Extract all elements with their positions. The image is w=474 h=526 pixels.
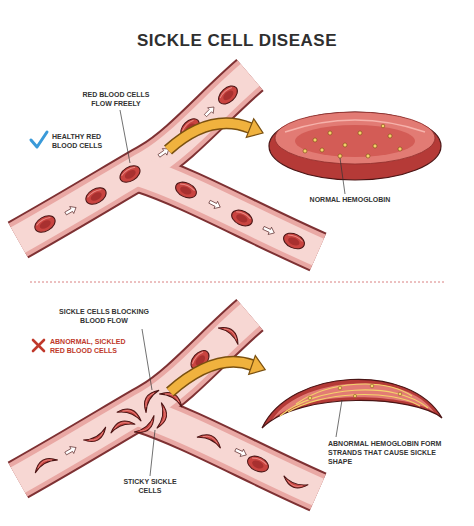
normal-cell-closeup: [320, 148, 324, 152]
healthy-vessel: [229, 207, 255, 229]
sickle-cell-closeup: [280, 384, 428, 416]
healthy-vessel: [281, 230, 307, 252]
normal-cell-closeup: [269, 112, 441, 180]
sickle-cell-closeup: [338, 386, 342, 390]
callout-label: NORMAL HEMOGLOBIN: [300, 196, 400, 205]
normal-cell-closeup: [358, 131, 362, 135]
sickle-vessel: [117, 405, 144, 421]
callout-label: STICKY SICKLE CELLS: [118, 478, 182, 496]
leader-lines: [142, 329, 152, 390]
check-mark: [31, 132, 47, 147]
normal-cell-closeup: [269, 112, 441, 180]
healthy-vessel: [203, 104, 217, 118]
normal-cell-closeup: [328, 131, 332, 135]
healthy-vessel: [173, 179, 199, 201]
sickle-cell-closeup: [308, 384, 402, 400]
zoom-arrow: [168, 123, 250, 150]
sickle-cell-closeup: [262, 379, 442, 428]
sickle-vessel: [18, 315, 318, 492]
sickle-vessel: [245, 453, 271, 475]
normal-cell-closeup: [343, 143, 347, 147]
label-holder: ABNORMAL HEMOGLOBIN FORM STRANDS THAT CA…: [328, 440, 442, 466]
normal-cell-closeup: [381, 124, 385, 128]
sickle-vessel: [197, 430, 224, 448]
callout-label: HEALTHY RED BLOOD CELLS: [52, 133, 114, 151]
leader-lines: [150, 430, 155, 476]
sickle-cell-closeup: [262, 379, 442, 428]
label-holder: NORMAL HEMOGLOBIN: [300, 196, 400, 205]
healthy-vessel: [208, 198, 222, 211]
sickle-vessel: [64, 444, 78, 457]
healthy-vessel: [117, 162, 143, 186]
healthy-vessel: [215, 82, 241, 107]
zoom-arrow: [170, 356, 265, 392]
normal-cell-closeup: [373, 144, 377, 148]
label-holder: STICKY SICKLE CELLS: [118, 478, 182, 496]
sickle-vessel: [218, 322, 243, 344]
sickle-vessel: [281, 476, 308, 492]
healthy-vessel: [18, 75, 318, 252]
healthy-vessel: [262, 224, 276, 236]
check-mark: [31, 132, 47, 147]
label-holder: HEALTHY RED BLOOD CELLS: [52, 133, 114, 151]
normal-cell-closeup: [338, 154, 342, 158]
healthy-vessel: [18, 75, 318, 252]
sickle-cell-closeup: [296, 384, 412, 404]
sickle-vessel: [134, 415, 159, 437]
normal-cell-closeup: [388, 134, 392, 138]
normal-cell-closeup: [313, 138, 317, 142]
cross-mark: [33, 340, 44, 351]
sickle-vessel: [234, 446, 248, 458]
label-holder: ABNORMAL, SICKLED RED BLOOD CELLS: [50, 338, 134, 356]
callout-label: ABNORMAL HEMOGLOBIN FORM STRANDS THAT CA…: [328, 440, 442, 466]
sickle-vessel: [140, 386, 159, 412]
normal-cell-closeup: [303, 149, 307, 153]
sickle-cell-closeup: [280, 390, 428, 416]
sickle-vessel: [18, 315, 318, 492]
leader-lines: [120, 110, 130, 163]
normal-cell-closeup: [366, 154, 370, 158]
healthy-vessel: [32, 212, 58, 235]
normal-cell-closeup: [295, 125, 415, 157]
sickle-vessel: [157, 403, 169, 430]
label-holder: SICKLE CELLS BLOCKING BLOOD FLOW: [55, 308, 153, 326]
normal-cell-closeup: [285, 120, 425, 132]
leader-lines: [336, 400, 342, 437]
zoom-arrow: [168, 119, 263, 150]
callout-label: SICKLE CELLS BLOCKING BLOOD FLOW: [55, 308, 153, 326]
zoom-arrow: [170, 362, 252, 392]
sickle-vessel: [31, 454, 57, 473]
title: SICKLE CELL DISEASE: [137, 30, 337, 51]
callout-label: RED BLOOD CELLS FLOW FREELY: [78, 91, 154, 109]
leader-lines: [120, 110, 345, 194]
label-holder: RED BLOOD CELLS FLOW FREELY: [78, 91, 154, 109]
title-holder: SICKLE CELL DISEASE: [0, 30, 474, 51]
zoom-arrow: [246, 119, 263, 138]
sickle-cell-closeup: [353, 394, 356, 397]
zoom-arrow: [168, 123, 250, 150]
zoom-arrow: [170, 362, 252, 392]
healthy-vessel: [64, 204, 78, 217]
sickle-cell-closeup: [370, 384, 374, 388]
zoom-arrow: [249, 356, 266, 375]
callout-label: ABNORMAL, SICKLED RED BLOOD CELLS: [50, 338, 134, 356]
sickle-cell-closeup: [398, 392, 402, 396]
sickle-vessel: [83, 427, 109, 446]
separator: [30, 282, 445, 283]
leader-lines: [340, 158, 345, 194]
cross-mark: [33, 340, 44, 351]
cross-mark: [33, 340, 44, 351]
normal-cell-closeup: [275, 112, 435, 164]
normal-cell-closeup: [303, 124, 402, 158]
sickle-vessel: [108, 417, 135, 433]
healthy-vessel: [83, 184, 109, 207]
sickle-cell-closeup: [308, 396, 312, 400]
leader-lines: [142, 329, 342, 476]
sickle-cell-closeup: [272, 384, 434, 420]
normal-cell-closeup: [398, 147, 402, 151]
